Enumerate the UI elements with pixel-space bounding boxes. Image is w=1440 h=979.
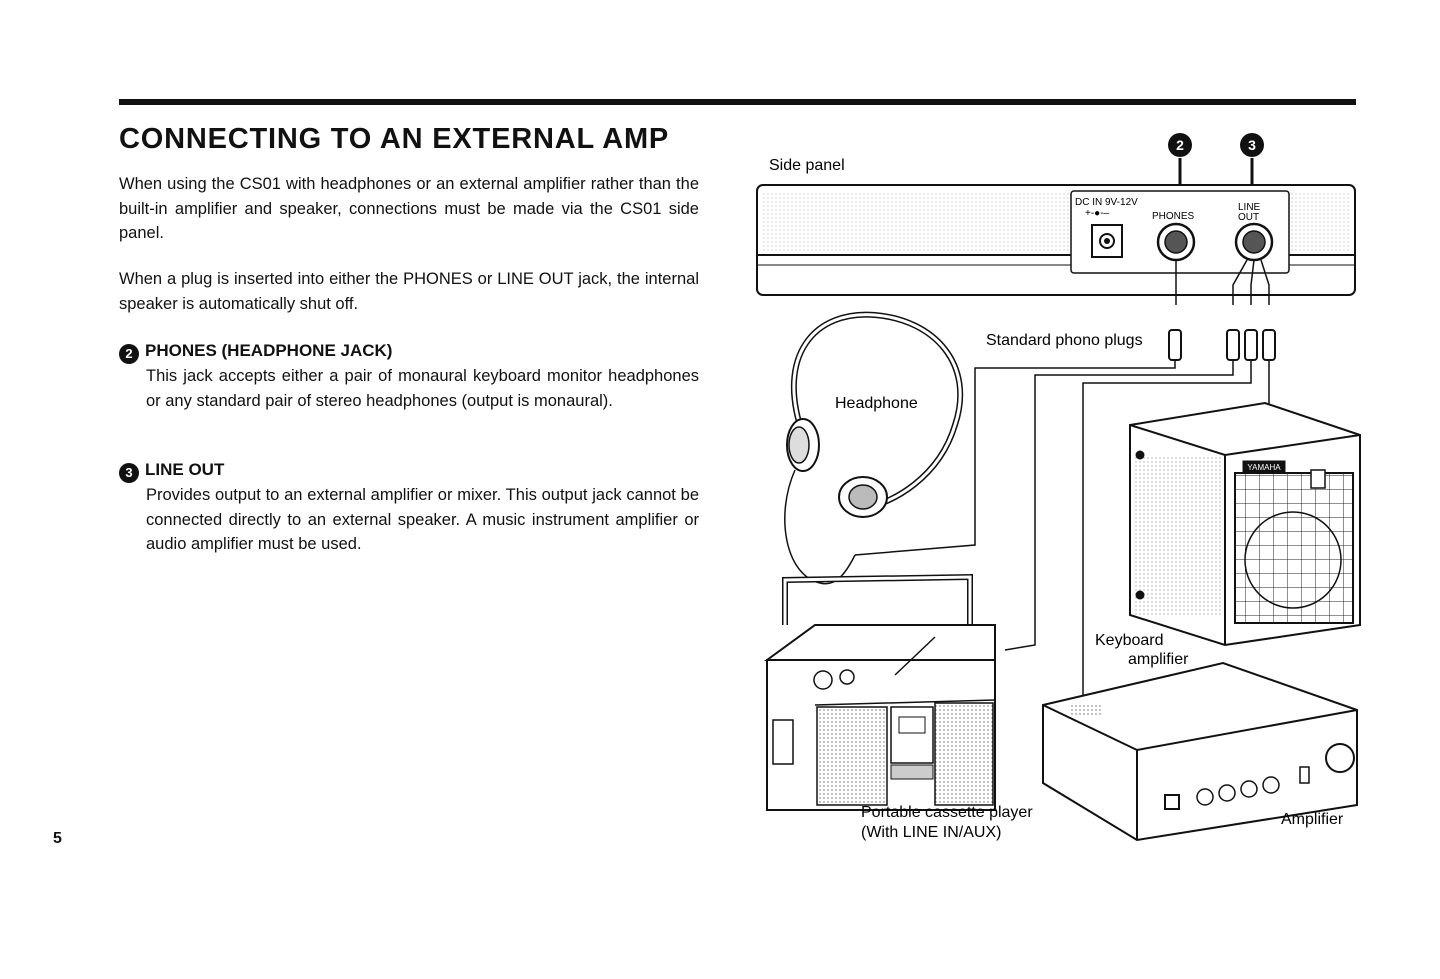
callout-3-marker: 3 <box>1240 133 1264 185</box>
cassette-player-icon <box>763 573 996 811</box>
line-out-label-2: OUT <box>1238 212 1259 223</box>
section-heading-text: LINE OUT <box>145 460 225 479</box>
section-heading-phones: 2 PHONES (HEADPHONE JACK) <box>119 341 392 364</box>
section-body-phones: This jack accepts either a pair of monau… <box>146 367 699 410</box>
speaker-note-paragraph: When a plug is inserted into either the … <box>119 270 699 313</box>
connection-diagram: 2 3 Side panel DC IN 9V-12V +-●-– PHONES… <box>756 133 1361 842</box>
section-heading-text: PHONES (HEADPHONE JACK) <box>145 341 393 360</box>
line-out-label-1: LINE <box>1238 202 1261 213</box>
phones-jack-icon <box>1156 222 1196 262</box>
cassette-player-label-1: Portable cassette player <box>861 804 1033 821</box>
callout-2-marker: 2 <box>1168 133 1192 185</box>
standard-plugs-label: Standard phono plugs <box>986 332 1143 349</box>
svg-text:3: 3 <box>1248 137 1256 153</box>
page-title: CONNECTING TO AN EXTERNAL AMP <box>119 123 670 155</box>
jack-cables <box>1175 259 1270 305</box>
side-panel-label: Side panel <box>769 157 845 174</box>
section-body-line-out: Provides output to an external amplifier… <box>146 486 699 553</box>
dc-polarity-label: +-●-– <box>1085 208 1110 219</box>
keyboard-amplifier-label-1: Keyboard <box>1095 632 1164 649</box>
line-out-jack-icon <box>1234 222 1274 262</box>
amp-brand-label: YAMAHA <box>1247 463 1281 472</box>
svg-text:2: 2 <box>1176 137 1184 153</box>
amplifier-label: Amplifier <box>1281 811 1344 828</box>
side-panel: DC IN 9V-12V +-●-– PHONES LINE OUT <box>756 184 1356 296</box>
cassette-player-label-2: (With LINE IN/AUX) <box>861 824 1001 841</box>
headphone-icon <box>784 311 964 585</box>
callout-number-icon: 2 <box>119 344 139 364</box>
page-number: 5 <box>53 830 62 847</box>
intro-paragraph: When using the CS01 with headphones or a… <box>119 175 699 242</box>
keyboard-amplifier-icon: YAMAHA <box>1129 401 1361 647</box>
headphone-label: Headphone <box>835 395 918 412</box>
phono-plug-icons <box>1168 329 1276 361</box>
phones-jack-label: PHONES <box>1152 211 1195 222</box>
top-rule <box>119 99 1356 105</box>
callout-number-icon: 3 <box>119 463 139 483</box>
keyboard-amplifier-label-2: amplifier <box>1128 651 1189 668</box>
section-heading-line-out: 3 LINE OUT <box>119 460 224 483</box>
stereo-amplifier-icon <box>1042 661 1358 842</box>
routing-wires <box>854 360 1270 695</box>
dc-in-label: DC IN 9V-12V <box>1075 197 1138 208</box>
